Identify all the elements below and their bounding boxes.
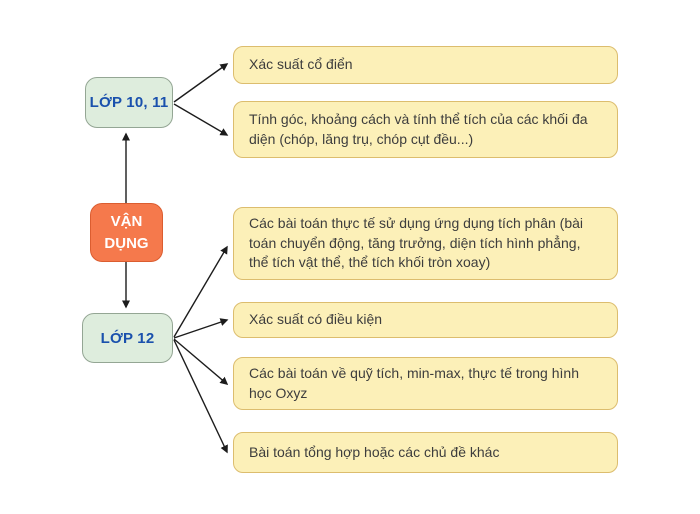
- topic-box-quy-tich-minmax-oxyz: Các bài toán về quỹ tích, min-max, thực …: [233, 357, 618, 410]
- arrow-grade-10-11-to-topic-2: [173, 103, 229, 136]
- topic-box-tong-hop-chu-de-khac: Bài toán tổng hợp hoặc các chủ đề khác: [233, 432, 618, 473]
- topic-box-xac-suat-dieu-kien: Xác suất có điều kiện: [233, 302, 618, 338]
- topic-box-tinh-goc-khoang-cach: Tính góc, khoảng cách và tính thể tích c…: [233, 101, 618, 158]
- arrow-grade-12-to-topic-6: [173, 339, 228, 454]
- topic-box-ung-dung-tich-phan: Các bài toán thực tế sử dụng ứng dụng tí…: [233, 207, 618, 280]
- topic-box-xac-suat-co-dien: Xác suất cổ điển: [233, 46, 618, 84]
- arrow-grade-12-to-topic-3: [173, 245, 228, 338]
- arrow-grade-12-to-topic-5: [173, 338, 229, 385]
- node-van-dung: VẬN DỤNG: [90, 203, 163, 262]
- arrow-grade-10-11-to-topic-1: [173, 63, 229, 103]
- arrow-grade-12-to-topic-4: [173, 318, 229, 339]
- node-grade-12: LỚP 12: [82, 313, 173, 363]
- node-grade-10-11: LỚP 10, 11: [85, 77, 173, 128]
